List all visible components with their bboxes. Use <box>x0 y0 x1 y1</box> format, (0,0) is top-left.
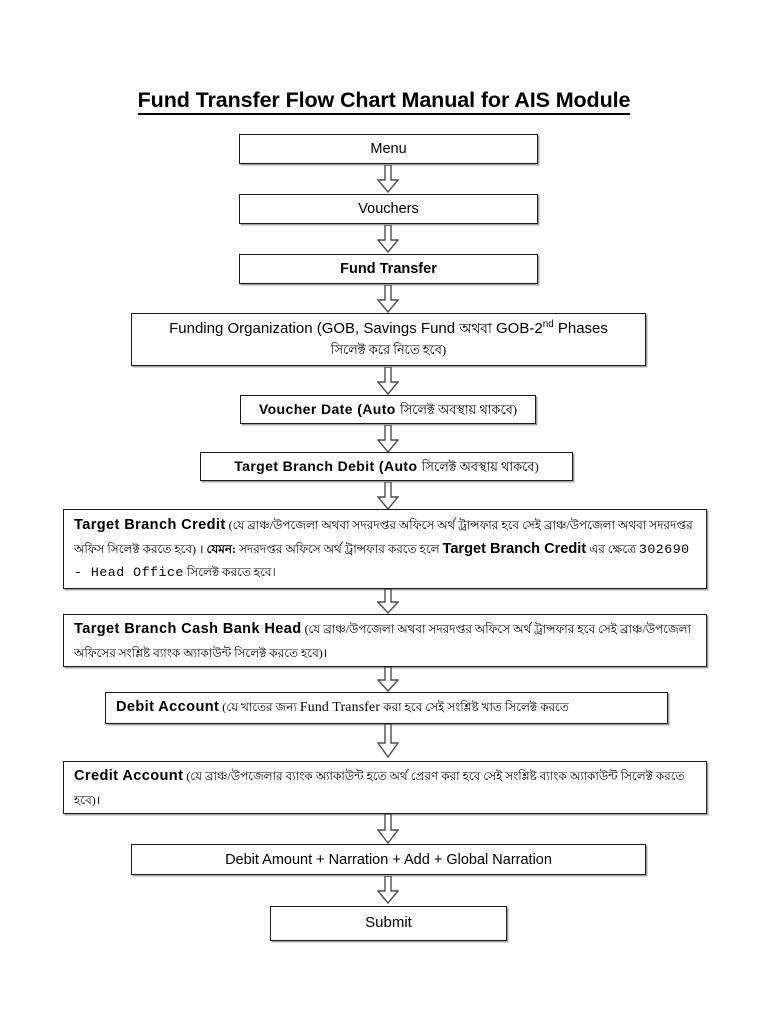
debit-account-heading: Debit Account <box>116 699 220 716</box>
debit-account-bn1: (যে খাতের জন্য <box>219 700 300 715</box>
credit-account-heading: Credit Account <box>74 768 184 785</box>
target-branch-credit-heading: Target Branch Credit <box>74 517 226 534</box>
node-funding-organization[interactable]: Funding Organization (GOB, Savings Fund … <box>131 313 646 366</box>
funding-organization-line1-b: GOB-2 <box>491 320 543 338</box>
arrow-debit-account-credit-account <box>377 724 399 758</box>
target-branch-credit-bn3: এর ক্ষেত্রে <box>586 541 639 556</box>
node-debit-account[interactable]: Debit Account (যে খাতের জন্য Fund Transf… <box>105 692 668 724</box>
arrow-funding-organization-voucher-date <box>377 367 399 395</box>
target-branch-credit-bn2: সদরদপ্তর অফিসে অর্থ ট্রান্সফার করতে হলে <box>236 541 443 556</box>
target-branch-credit-bn1: (যে ব্রাঞ্চ/উপজেলা অথবা সদরদপ্তর অফিসে অ… <box>74 518 693 556</box>
node-menu[interactable]: Menu <box>239 134 538 164</box>
funding-organization-line1-a: Funding Organization (GOB, Savings Fund <box>169 320 460 338</box>
node-vouchers-label: Vouchers <box>358 201 419 217</box>
arrow-target-branch-debit-target-branch-credit <box>377 482 399 510</box>
target-branch-debit-label: Target Branch Debit (Auto <box>234 457 422 474</box>
arrow-vouchers-fund-transfer <box>377 225 399 253</box>
arrow-fund-transfer-funding-organization <box>377 285 399 313</box>
page-title-text: Fund Transfer Flow Chart Manual for AIS … <box>137 88 630 115</box>
funding-organization-line1-bn: অথবা <box>459 321 492 337</box>
node-fund-transfer[interactable]: Fund Transfer <box>239 254 538 284</box>
arrow-debit-amount-submit <box>377 876 399 904</box>
arrow-menu-vouchers <box>377 165 399 193</box>
cash-bank-head-note: (যে ব্রাঞ্চ/উপজেলা অথবা সদরদপ্তর অফিসে অ… <box>74 622 692 660</box>
node-voucher-date[interactable]: Voucher Date (Auto সিলেক্ট অবস্থায় থাকব… <box>240 395 536 424</box>
target-branch-credit-bn4: সিলেক্ট করতে হবে। <box>183 565 276 580</box>
voucher-date-label: Voucher Date (Auto <box>258 400 401 417</box>
funding-organization-line2-bn: সিলেক্ট করে নিতে হবে) <box>330 343 447 357</box>
debit-account-inline-term: Fund Transfer <box>299 699 381 715</box>
node-menu-label: Menu <box>370 141 407 157</box>
target-branch-debit-note: সিলেক্ট অবস্থায় থাকবে) <box>421 459 539 474</box>
voucher-date-note: সিলেক্ট অবস্থায় থাকবে) <box>400 402 518 417</box>
debit-account-bn2: করা হবে সেই সংশ্লিষ্ট খাত সিলেক্ট করতে <box>380 700 569 715</box>
arrow-credit-account-debit-amount <box>377 814 399 844</box>
target-branch-credit-example-label: যেমন: <box>206 541 237 556</box>
node-debit-amount[interactable]: Debit Amount + Narration + Add + Global … <box>131 844 646 875</box>
page-title: Fund Transfer Flow Chart Manual for AIS … <box>0 88 768 115</box>
node-submit[interactable]: Submit <box>270 906 507 941</box>
submit-label: Submit <box>365 914 412 932</box>
arrow-voucher-date-target-branch-debit <box>377 425 399 453</box>
node-vouchers[interactable]: Vouchers <box>239 194 538 224</box>
node-target-branch-credit[interactable]: Target Branch Credit (যে ব্রাঞ্চ/উপজেলা … <box>63 509 707 589</box>
funding-organization-line1-c: Phases <box>553 320 608 338</box>
node-target-branch-debit[interactable]: Target Branch Debit (Auto সিলেক্ট অবস্থা… <box>200 452 573 481</box>
arrow-cash-bank-head-debit-account <box>377 667 399 692</box>
debit-amount-label: Debit Amount + Narration + Add + Global … <box>225 851 552 868</box>
credit-account-note: (যে ব্রাঞ্চ/উপজেলার ব্যাংক অ্যাকাউন্ট হত… <box>74 769 685 807</box>
target-branch-credit-code: 302690 - Head Office <box>74 541 690 581</box>
target-branch-credit-inline-term: Target Branch Credit <box>442 540 587 557</box>
node-fund-transfer-label: Fund Transfer <box>340 261 437 277</box>
cash-bank-head-heading: Target Branch Cash Bank Head <box>74 621 302 638</box>
arrow-target-branch-credit-cash-bank-head <box>377 589 399 614</box>
node-credit-account[interactable]: Credit Account (যে ব্রাঞ্চ/উপজেলার ব্যাং… <box>63 761 707 814</box>
node-target-branch-cash-bank-head[interactable]: Target Branch Cash Bank Head (যে ব্রাঞ্চ… <box>63 614 707 667</box>
funding-organization-ordinal-suffix: nd <box>542 319 554 331</box>
